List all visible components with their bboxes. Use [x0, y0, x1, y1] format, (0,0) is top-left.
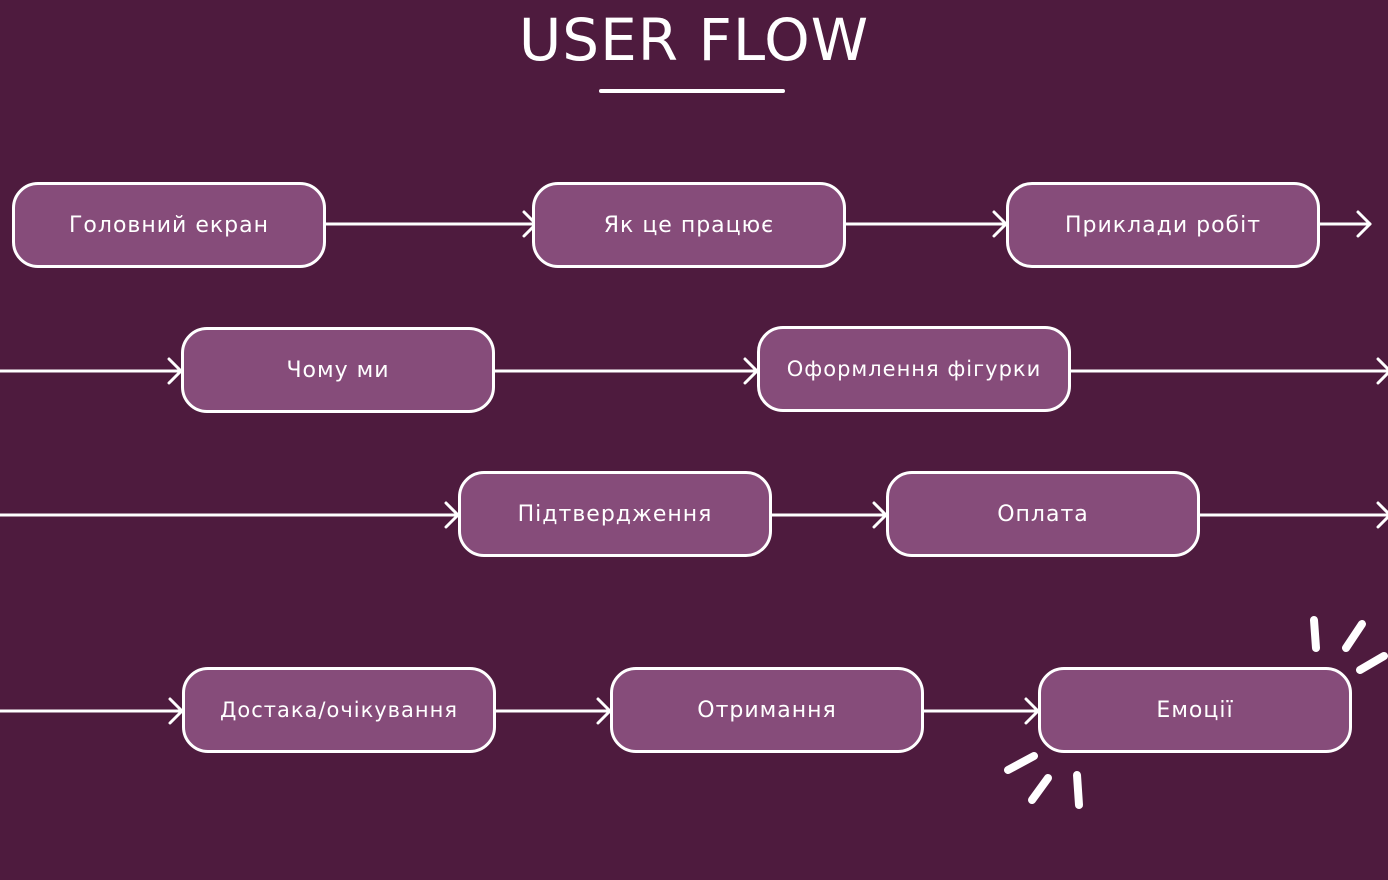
node-confirmation[interactable]: Підтвердження: [458, 471, 772, 557]
node-label: Отримання: [697, 697, 837, 723]
node-label: Оплата: [997, 501, 1089, 527]
node-figure-order[interactable]: Оформлення фігурки: [757, 326, 1071, 412]
edge-n6-n7: [770, 501, 888, 529]
node-receiving[interactable]: Отримання: [610, 667, 924, 753]
node-how-it-works[interactable]: Як це працює: [532, 182, 846, 268]
node-work-examples[interactable]: Приклади робіт: [1006, 182, 1320, 268]
edge-n1-n2: [324, 210, 538, 238]
node-label: Підтвердження: [517, 501, 713, 527]
node-label: Як це працює: [603, 212, 775, 238]
title-underline: [599, 89, 785, 93]
edge-n8-n9: [494, 697, 612, 725]
edge-n7-n8-out: [1198, 501, 1388, 529]
node-label: Достака/очікування: [219, 698, 459, 722]
node-label: Чому ми: [286, 357, 390, 383]
edge-n7-n8-in: [0, 697, 184, 725]
edge-n2-n3: [844, 210, 1008, 238]
edge-n3-n4-out: [1318, 210, 1372, 238]
diagram-title: USER FLOW: [518, 6, 870, 74]
edge-n9-n10: [922, 697, 1040, 725]
edge-n3-n4-in: [0, 357, 183, 385]
node-delivery-waiting[interactable]: Достака/очікування: [182, 667, 496, 753]
edge-n5-n6-in: [0, 501, 460, 529]
node-label: Приклади робіт: [1064, 212, 1262, 238]
node-why-us[interactable]: Чому ми: [181, 327, 495, 413]
node-label: Емоції: [1156, 697, 1234, 723]
node-emotions[interactable]: Емоції: [1038, 667, 1352, 753]
edge-n5-n6-out: [1069, 357, 1388, 385]
burst-decoration: [1004, 616, 1388, 809]
node-payment[interactable]: Оплата: [886, 471, 1200, 557]
edge-n4-n5: [493, 357, 759, 385]
node-label: Головний екран: [69, 212, 269, 238]
node-main-screen[interactable]: Головний екран: [12, 182, 326, 268]
node-label: Оформлення фігурки: [786, 357, 1042, 381]
